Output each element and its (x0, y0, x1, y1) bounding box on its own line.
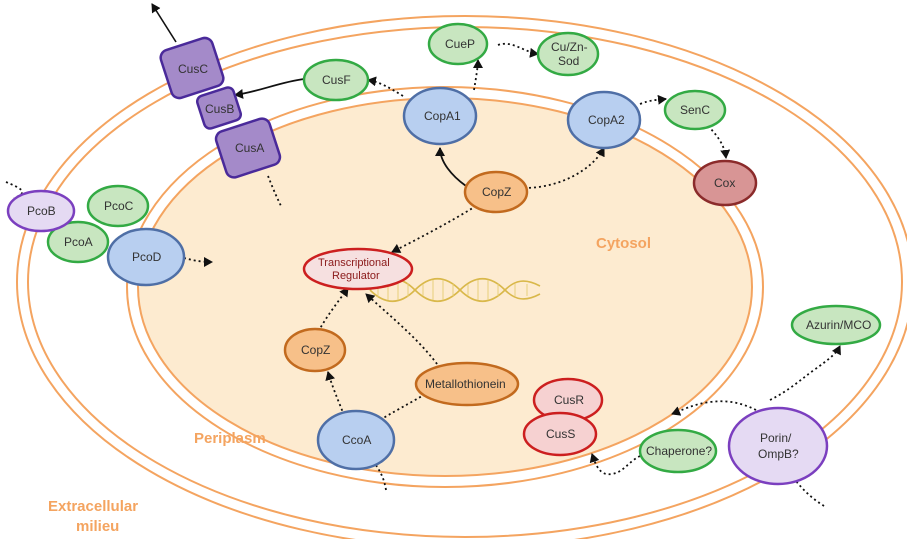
regulator-label-line2: Regulator (332, 270, 380, 282)
cusb-label: CusB (205, 102, 234, 116)
porin-label-line2: OmpB? (758, 447, 799, 461)
cusb-box (195, 86, 243, 130)
arrow-copa2-senc (639, 94, 667, 105)
arrow-cusa-in (267, 175, 283, 209)
porin-label-line1: Porin/ (760, 431, 792, 445)
copz-top-node (463, 170, 529, 214)
cusf-label: CusF (322, 73, 351, 87)
cuep-label: CueP (445, 37, 475, 51)
ccoa-node (316, 409, 396, 471)
pcod-node (106, 227, 186, 287)
copa1-label: CopA1 (424, 109, 461, 123)
pcoa-label: PcoA (64, 235, 93, 249)
metallothionein-node (414, 361, 520, 407)
arrow-copa1-cusf (367, 76, 404, 97)
cox-node (692, 159, 758, 207)
cuznsod-node (536, 31, 600, 77)
chaperone-label: Chaperone? (646, 444, 712, 458)
extracellular-label-line1: Extracellular (48, 498, 138, 515)
extracellular-label-line2: milieu (76, 518, 119, 535)
transcriptional-regulator-node (302, 247, 414, 291)
ccoa-label: CcoA (342, 433, 371, 447)
copa2-node (566, 90, 642, 150)
azurin-node (790, 304, 882, 346)
pcod-label: PcoD (132, 250, 162, 264)
arrow-pcod-in (183, 256, 213, 267)
copz-bottom-label: CopZ (301, 343, 330, 357)
cuep-node (427, 22, 489, 66)
cuznsod-label-line1: Cu/Zn- (551, 40, 588, 54)
pcoa-node (46, 220, 110, 264)
arrow-copz-copa1 (435, 147, 467, 187)
cusc-box (159, 36, 225, 100)
arrow-chaperone-cuss (589, 453, 641, 476)
chaperone-node (638, 428, 718, 474)
copz-top-label: CopZ (482, 185, 511, 199)
cusc-label: CusC (178, 62, 208, 76)
cusf-node (302, 58, 370, 102)
cusa-box (214, 117, 282, 179)
senc-label: SenC (680, 103, 710, 117)
pcoc-label: PcoC (104, 199, 134, 213)
cusa-label: CusA (235, 141, 264, 155)
cuss-label: CusS (546, 427, 575, 441)
arrow-copz-regulator (391, 205, 477, 253)
outer-membrane-outer-line (16, 15, 907, 539)
arrow-copa1-cuep (472, 59, 483, 91)
arrow-cuep-cuznsod (497, 42, 539, 58)
cuznsod-label-line2: Sod (558, 54, 579, 68)
regulator-label-line1: Transcriptional (318, 257, 390, 269)
arrow-porin-azurin (769, 345, 841, 401)
cytosol-label: Cytosol (596, 235, 651, 252)
arrow-copz-copa2 (523, 147, 605, 189)
arrow-senc-cox (707, 125, 731, 159)
copa1-node (402, 86, 478, 146)
arrow-cusf-cusb (234, 78, 305, 99)
porin-node (727, 406, 829, 486)
arrow-metallo-regulator (365, 293, 441, 369)
pcob-label: PcoB (27, 204, 56, 218)
pcoc-node (86, 184, 150, 228)
pcob-node (6, 189, 76, 233)
senc-node (663, 89, 727, 131)
cox-label: Cox (714, 176, 735, 190)
periplasm-label: Periplasm (194, 430, 266, 447)
cuss-node (522, 411, 598, 457)
arrow-cusc-out (151, 3, 177, 43)
metallothionein-label: Metallothionein (425, 377, 506, 391)
copa2-label: CopA2 (588, 113, 625, 127)
copz-bottom-node (283, 327, 347, 373)
azurin-label: Azurin/MCO (806, 318, 871, 332)
cusr-label: CusR (554, 393, 584, 407)
